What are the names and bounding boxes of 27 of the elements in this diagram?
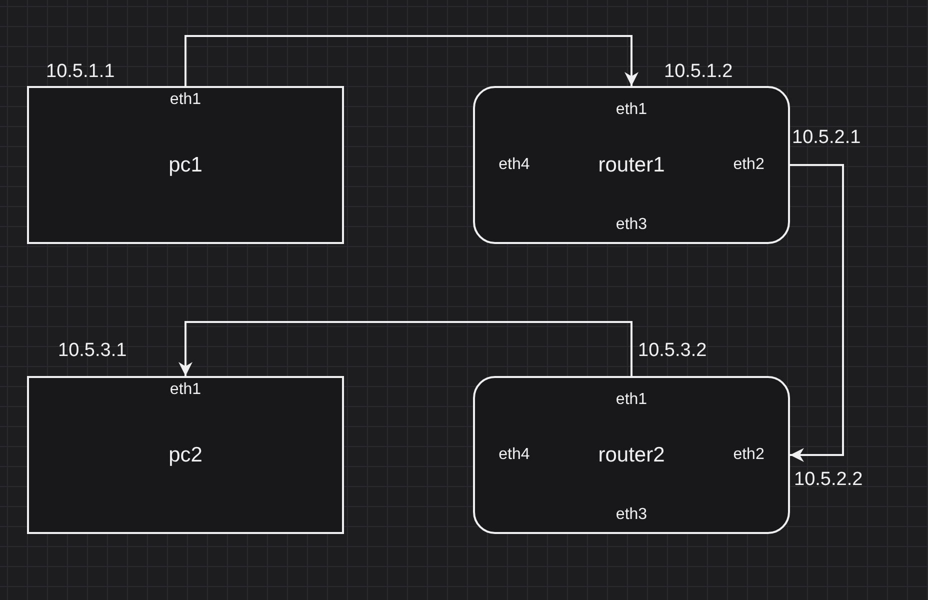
device-name: router1 — [598, 153, 665, 177]
interface-label: eth3 — [616, 506, 648, 524]
interface-label: eth3 — [616, 216, 648, 234]
device-name: pc2 — [168, 443, 202, 467]
ip-address-label: 10.5.3.1 — [58, 341, 127, 362]
connector-arrow — [184, 35, 638, 86]
interface-label: eth1 — [170, 381, 202, 400]
ip-address-label: 10.5.1.2 — [664, 62, 733, 83]
router-box — [473, 86, 790, 244]
device-name: router2 — [598, 443, 665, 467]
device-name: pc1 — [168, 153, 202, 177]
ip-address-label: 10.5.1.1 — [46, 62, 115, 83]
connector-arrow — [790, 164, 844, 462]
interface-label: eth1 — [616, 390, 648, 408]
ip-address-label: 10.5.3.2 — [638, 341, 707, 362]
ip-address-label: 10.5.2.2 — [794, 470, 863, 491]
ip-address-label: 10.5.2.1 — [792, 128, 861, 149]
router-box — [473, 376, 790, 534]
pc-box — [27, 376, 344, 534]
interface-label: eth4 — [498, 156, 530, 174]
interface-label: eth1 — [170, 91, 202, 110]
interface-label: eth1 — [616, 100, 648, 118]
connector-arrow — [178, 321, 632, 376]
interface-label: eth2 — [733, 156, 764, 174]
interface-label: eth4 — [498, 446, 530, 464]
pc-box — [27, 86, 344, 244]
interface-label: eth2 — [733, 446, 764, 464]
